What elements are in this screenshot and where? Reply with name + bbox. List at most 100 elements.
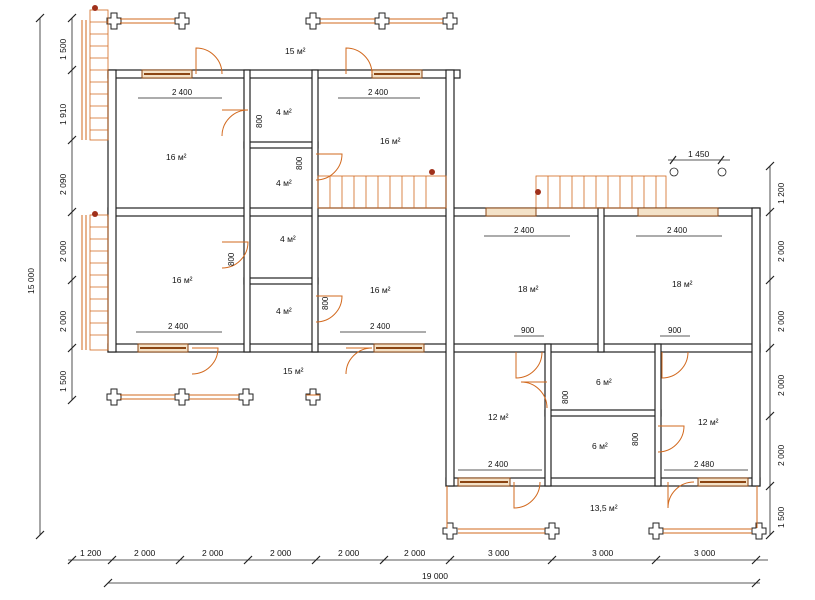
left-dimensions: 1 500 1 910 2 090 2 000 2 000 1 500 15 0… bbox=[26, 13, 77, 540]
post bbox=[238, 388, 254, 406]
room-area-14: 12 м² bbox=[698, 417, 719, 427]
doors bbox=[191, 47, 695, 509]
left-dim-5: 2 000 bbox=[58, 310, 68, 332]
post bbox=[305, 388, 321, 406]
room-area-12: 6 м² bbox=[596, 377, 612, 387]
posts bbox=[106, 12, 767, 540]
door-swing bbox=[315, 153, 343, 181]
left-dim-1: 1 500 bbox=[58, 38, 68, 60]
door-dim-6: 900 bbox=[668, 326, 682, 335]
door-swing bbox=[520, 381, 548, 409]
door-swing bbox=[345, 47, 373, 75]
door-swing bbox=[221, 109, 249, 137]
room-area-2: 4 м² bbox=[276, 107, 292, 117]
bottom-dim-1: 1 200 bbox=[80, 548, 102, 558]
door-dim-4: 800 bbox=[321, 296, 330, 310]
bottom-dim-6: 2 000 bbox=[404, 548, 426, 558]
overall-width-dim: 19 000 bbox=[422, 571, 448, 581]
wall bbox=[544, 343, 552, 487]
room-area-13: 6 м² bbox=[592, 441, 608, 451]
stair-steps bbox=[90, 226, 108, 336]
door-swing bbox=[515, 351, 543, 379]
wall bbox=[243, 69, 251, 353]
post bbox=[106, 388, 122, 406]
door-swing bbox=[657, 425, 685, 453]
wall bbox=[751, 207, 761, 487]
wall bbox=[654, 343, 662, 487]
right-dim-3: 2 000 bbox=[776, 310, 786, 332]
opening-dimensions: 2 400 2 400 2 400 2 400 2 400 2 400 2 40… bbox=[136, 88, 748, 471]
walls bbox=[107, 69, 761, 487]
bottom-dim-3: 2 000 bbox=[202, 548, 224, 558]
wall bbox=[544, 409, 662, 417]
door-swing bbox=[345, 347, 373, 375]
railings bbox=[81, 18, 758, 534]
stair-steps bbox=[329, 176, 427, 208]
room-area-5: 16 м² bbox=[172, 275, 193, 285]
bottom-dim-4: 2 000 bbox=[270, 548, 292, 558]
tick bbox=[669, 155, 725, 165]
door-swing bbox=[315, 295, 343, 323]
room-labels: 15 м² 16 м² 4 м² 4 м² 16 м² 16 м² 4 м² 4… bbox=[166, 46, 719, 513]
stair bbox=[89, 214, 109, 351]
right-dim-2: 2 000 bbox=[776, 240, 786, 262]
tick bbox=[67, 555, 761, 588]
door-swing bbox=[191, 347, 219, 375]
bottom-dim-9: 3 000 bbox=[694, 548, 716, 558]
window-dim-5: 2 400 bbox=[168, 322, 189, 331]
room-area-7: 4 м² bbox=[276, 306, 292, 316]
top-right-dim: 1 450 bbox=[688, 149, 710, 159]
overall-height-dim: 15 000 bbox=[26, 268, 36, 294]
tick bbox=[765, 161, 775, 540]
wall bbox=[243, 141, 319, 149]
door-dim-2: 800 bbox=[295, 156, 304, 170]
right-dimensions: 1 200 2 000 2 000 2 000 2 000 1 500 bbox=[765, 161, 786, 540]
right-dim-1: 1 200 bbox=[776, 182, 786, 204]
room-area-6: 4 м² bbox=[280, 234, 296, 244]
stair-marker bbox=[429, 169, 435, 175]
door-swing bbox=[195, 47, 223, 75]
bottom-dim-8: 3 000 bbox=[592, 548, 614, 558]
bottom-dimensions: 1 200 2 000 2 000 2 000 2 000 2 000 3 00… bbox=[67, 548, 768, 588]
door-dim-1: 800 bbox=[255, 114, 264, 128]
windows bbox=[137, 69, 749, 487]
post bbox=[305, 12, 321, 30]
door-dim-8: 800 bbox=[631, 432, 640, 446]
window-dim-3: 2 400 bbox=[514, 226, 535, 235]
window-dim-6: 2 400 bbox=[370, 322, 391, 331]
stair bbox=[89, 9, 109, 141]
right-dim-6: 1 500 bbox=[776, 506, 786, 528]
post bbox=[174, 12, 190, 30]
door-dim-5: 900 bbox=[521, 326, 535, 335]
left-dim-2: 1 910 bbox=[58, 103, 68, 125]
post bbox=[648, 522, 664, 540]
left-dim-4: 2 000 bbox=[58, 240, 68, 262]
stair-marker bbox=[92, 211, 98, 217]
door-dim-3: 800 bbox=[227, 252, 236, 266]
room-area-10: 18 м² bbox=[672, 279, 693, 289]
door-swing bbox=[667, 481, 695, 509]
wall bbox=[243, 277, 319, 285]
bottom-dim-5: 2 000 bbox=[338, 548, 360, 558]
left-dim-6: 1 500 bbox=[58, 370, 68, 392]
tick bbox=[35, 13, 77, 540]
window-dim-4: 2 400 bbox=[667, 226, 688, 235]
room-area-1: 16 м² bbox=[166, 152, 187, 162]
stairs bbox=[89, 5, 667, 351]
post bbox=[751, 522, 767, 540]
wall bbox=[597, 207, 605, 353]
wall bbox=[107, 69, 117, 353]
stair-steps bbox=[547, 176, 657, 208]
room-area-porch-bottom: 15 м² bbox=[283, 366, 304, 376]
post bbox=[442, 522, 458, 540]
wall bbox=[445, 69, 455, 487]
window bbox=[637, 207, 719, 217]
room-area-3: 4 м² bbox=[276, 178, 292, 188]
room-area-4: 16 м² bbox=[380, 136, 401, 146]
post bbox=[174, 388, 190, 406]
room-area-9: 18 м² bbox=[518, 284, 539, 294]
door-dim-7: 800 bbox=[561, 390, 570, 404]
window-dim-2: 2 400 bbox=[368, 88, 389, 97]
top-right-dimension: 1 450 bbox=[668, 149, 730, 177]
window-dim-8: 2 480 bbox=[694, 460, 715, 469]
